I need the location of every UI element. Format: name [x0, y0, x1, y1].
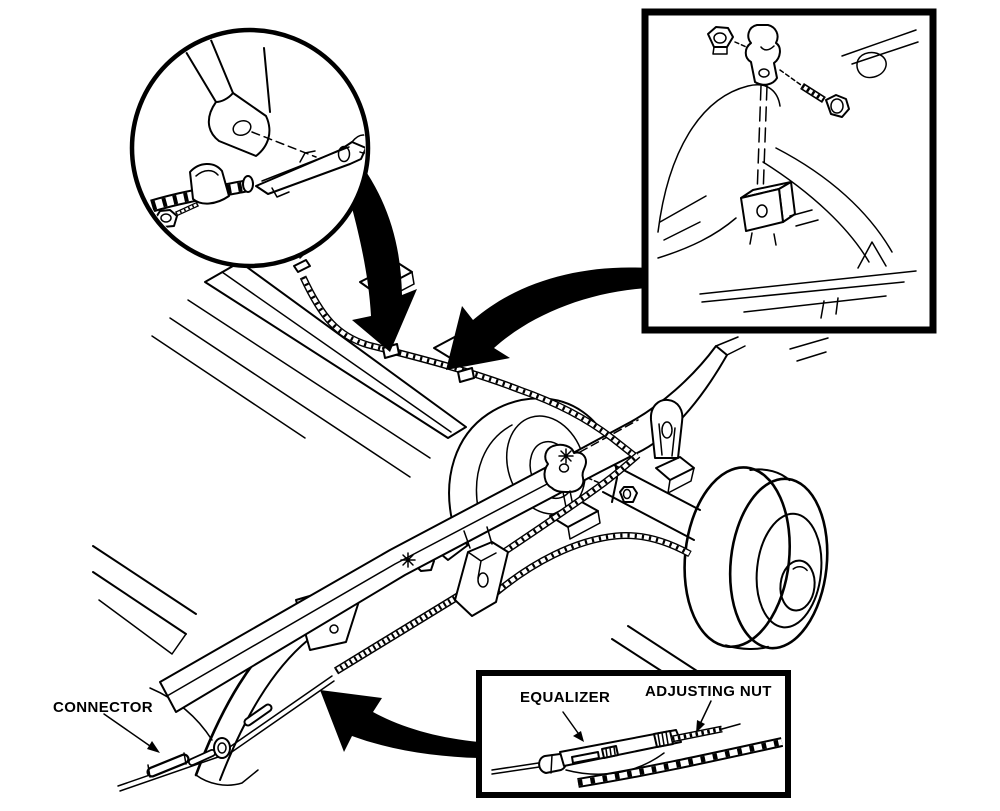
equalizer-label: EQUALIZER [520, 689, 610, 706]
equalizer-inset [476, 670, 791, 798]
brake-drum [683, 466, 829, 651]
cable-hanger-bracket [543, 86, 826, 540]
adjusting-nut-pointer-head [696, 720, 705, 733]
star-mark [558, 448, 574, 464]
hex-bolt [802, 86, 850, 118]
hanger-inset-art [657, 24, 919, 319]
frame-grommet [213, 737, 231, 759]
hanger-inset-border [641, 8, 937, 334]
callout-arrows [320, 173, 648, 758]
cable-connector [146, 749, 216, 778]
star-mark [400, 552, 416, 568]
equalizer-clevis [454, 526, 509, 617]
hex-nut [707, 26, 734, 55]
labels: CONNECTOR EQUALIZER ADJUSTING NUT [53, 683, 772, 753]
adjusting-nut-pointer-line [700, 700, 712, 723]
connector-pointer-line [103, 713, 151, 747]
hanger-hook-head [744, 24, 781, 86]
adjusting-nut-label: ADJUSTING NUT [645, 683, 772, 700]
equalizer-pointer-head [573, 731, 584, 742]
connector-pointer-head [147, 741, 160, 753]
near-frame-rail [159, 336, 829, 713]
circular-inset-callout-arrow [352, 173, 417, 352]
equalizer-inset-callout-arrow [320, 690, 479, 758]
leaf-spring-lines [611, 625, 698, 673]
far-frame-rail [151, 261, 467, 478]
front-cable-rod [223, 675, 335, 757]
parking-brake-cables [117, 251, 690, 792]
hanger-inset [641, 8, 937, 334]
circular-inset [129, 27, 371, 269]
hanger-inset-callout-arrow [446, 267, 648, 370]
cable-clip [457, 367, 475, 383]
equalizer-inset-art [491, 723, 782, 783]
connector-label: CONNECTOR [53, 699, 153, 716]
cable-keeper-clip [649, 398, 684, 459]
adjusting-nut [653, 730, 674, 748]
mount-clip-box [740, 181, 819, 246]
hanger-strap [756, 85, 768, 197]
equalizer-pointer-line [562, 711, 579, 734]
